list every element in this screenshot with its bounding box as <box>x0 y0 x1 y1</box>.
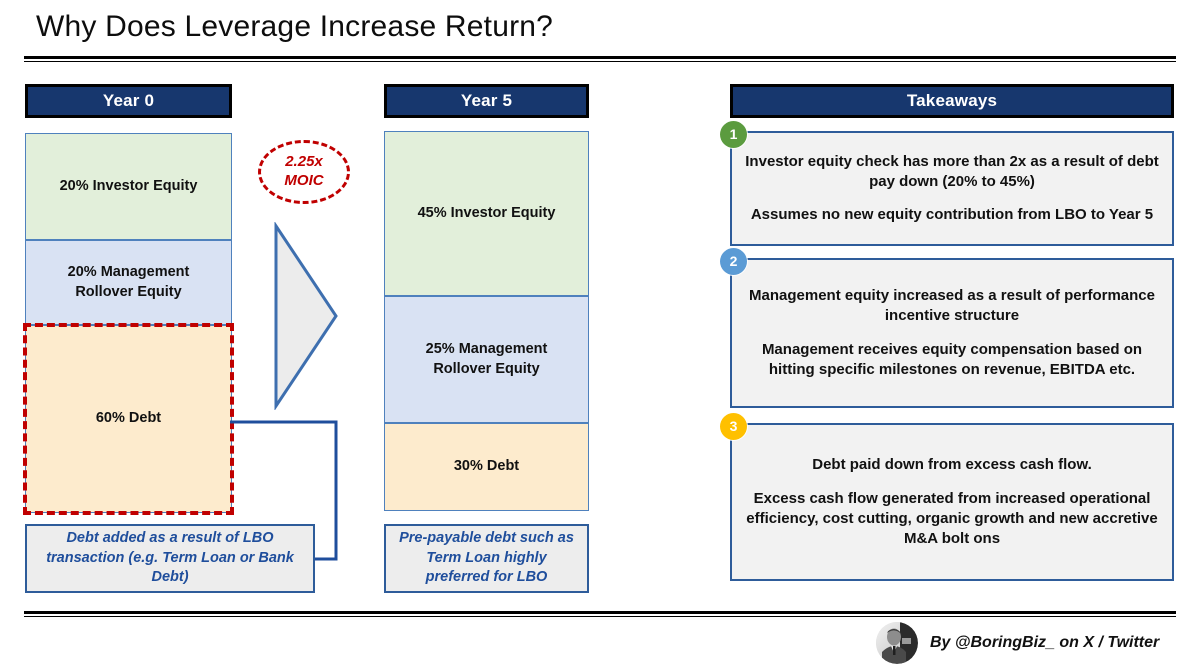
footer-attribution: By @BoringBiz_ on X / Twitter <box>930 634 1160 651</box>
takeaway-3-paragraph-2: Excess cash flow generated from increase… <box>746 490 1158 547</box>
year5-investor-equity-segment: 45% Investor Equity <box>384 131 589 296</box>
moic-value: 2.25x <box>285 153 323 171</box>
divider-bottom <box>24 611 1176 617</box>
footer: By @BoringBiz_ on X / Twitter <box>876 622 1159 664</box>
flow-arrow-icon <box>274 222 338 410</box>
takeaway-badge-1: 1 <box>720 121 747 148</box>
moic-badge: 2.25x MOIC <box>258 140 350 204</box>
takeaway-2-paragraph-1: Management equity increased as a result … <box>749 287 1155 325</box>
year0-debt-segment: 60% Debt <box>25 325 232 513</box>
takeaway-badge-3: 3 <box>720 413 747 440</box>
avatar <box>876 622 918 664</box>
year5-header: Year 5 <box>384 84 589 118</box>
year5-investor-equity-label: 45% Investor Equity <box>417 204 556 221</box>
takeaway-1-paragraph-2: Assumes no new equity contribution from … <box>750 206 1154 224</box>
year0-investor-equity-segment: 20% Investor Equity <box>25 133 232 240</box>
avatar-portrait-icon <box>876 622 918 664</box>
takeaway-2-paragraph-2: Management receives equity compensation … <box>761 341 1143 378</box>
takeaway-badge-2: 2 <box>720 248 747 275</box>
year5-footnote: Pre-payable debt such as Term Loan highl… <box>384 524 589 593</box>
divider-top <box>24 56 1176 62</box>
moic-unit: MOIC <box>284 172 324 189</box>
takeaway-1-paragraph-1: Investor equity check has more than 2x a… <box>745 152 1159 190</box>
year0-header: Year 0 <box>25 84 232 118</box>
year5-debt-label: 30% Debt <box>453 458 520 475</box>
year0-debt-label: 60% Debt <box>95 410 162 427</box>
takeaway-3-paragraph-1: Debt paid down from excess cash flow. <box>812 456 1092 474</box>
year0-footnote: Debt added as a result of LBO transactio… <box>25 524 315 593</box>
year0-investor-equity-label: 20% Investor Equity <box>59 177 198 194</box>
page-title: Why Does Leverage Increase Return? <box>36 10 554 43</box>
takeaway-card-2: 2 Management equity increased as a resul… <box>720 248 1174 408</box>
takeaway-card-1: 1 Investor equity check has more than 2x… <box>720 121 1174 246</box>
takeaway-card-3: 3 Debt paid down from excess cash flow. … <box>720 413 1174 581</box>
takeaways-header: Takeaways <box>730 84 1174 118</box>
year5-debt-segment: 30% Debt <box>384 423 589 511</box>
